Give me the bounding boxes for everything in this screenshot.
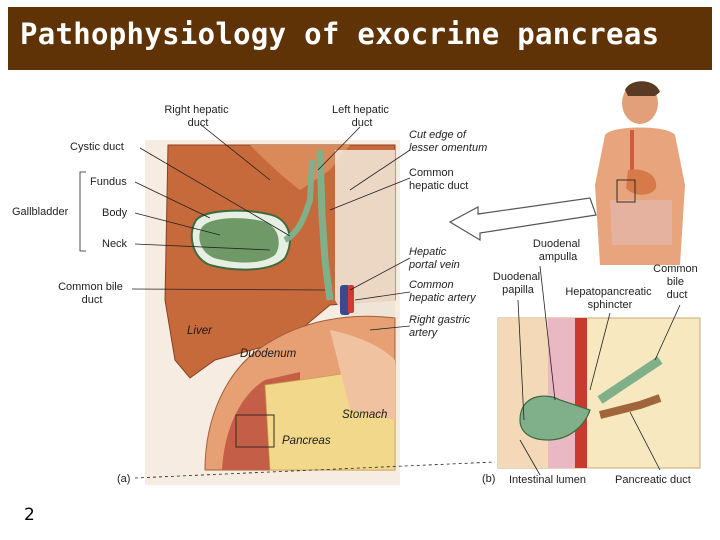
slide-number: 2 <box>24 505 35 525</box>
panel-a-illustration <box>145 140 400 485</box>
common-hepatic-artery-shape <box>348 285 354 313</box>
label-hepatopancreatic-sphincter: Hepatopancreatic sphincter <box>565 286 654 311</box>
common-bile-duct-b-shape <box>597 356 663 404</box>
label-pancreas: Pancreas <box>282 435 331 447</box>
gallbladder-shape <box>190 209 291 271</box>
common-bile-duct-shape <box>316 149 334 301</box>
label-common-hepatic-duct: Common hepatic duct <box>409 167 468 192</box>
label-body: Body <box>102 207 128 219</box>
label-duodenal-ampulla: Duodenal ampulla <box>533 238 583 263</box>
label-cystic-duct: Cystic duct <box>70 141 124 153</box>
label-panel-b: (b) <box>482 473 495 485</box>
leader-lines <box>79 123 681 479</box>
intestinal-wall-shape <box>548 318 578 468</box>
pancreatic-duct-shape <box>599 394 662 419</box>
inset-box <box>616 179 636 203</box>
cystic-duct-shape <box>283 159 315 243</box>
label-intestinal-lumen: Intestinal lumen <box>509 474 586 486</box>
label-stomach: Stomach <box>342 409 387 421</box>
label-panel-a: (a) <box>117 473 130 485</box>
intestines-shape <box>610 200 672 245</box>
duodenal-papilla-shape <box>519 395 591 441</box>
lesser-omentum <box>335 150 395 345</box>
label-fundus: Fundus <box>90 176 127 188</box>
label-duodenum: Duodenum <box>240 348 297 360</box>
label-cut-edge-lesser-omentum: Cut edge of lesser omentum <box>409 129 487 154</box>
label-common-bile-duct-a: Common bile duct <box>58 281 126 306</box>
slide-title: Pathophysiology of exocrine pancreas <box>20 17 660 51</box>
hepatopancreatic-sphincter-shape <box>575 318 587 468</box>
label-duodenal-papilla: Duodenal papilla <box>493 271 543 296</box>
hepatic-portal-vein-shape <box>340 285 350 315</box>
panel-b-illustration <box>497 317 701 469</box>
human-figure-inset <box>595 81 685 265</box>
label-gallbladder: Gallbladder <box>12 206 69 218</box>
pointer-arrow <box>448 197 597 242</box>
label-neck: Neck <box>102 238 128 250</box>
figure-labels: Right hepatic duct Left hepatic duct Cut… <box>12 104 701 486</box>
detail-box <box>235 414 275 448</box>
label-right-gastric-artery: Right gastric artery <box>409 314 473 339</box>
label-left-hepatic-duct: Left hepatic duct <box>332 104 392 129</box>
label-right-hepatic-duct: Right hepatic duct <box>164 104 231 129</box>
label-hepatic-portal-vein: Hepatic portal vein <box>408 246 460 271</box>
title-bar: Pathophysiology of exocrine pancreas <box>8 7 712 70</box>
label-liver: Liver <box>187 325 213 337</box>
hair-shape <box>625 81 660 96</box>
label-common-hepatic-artery: Common hepatic artery <box>409 279 477 304</box>
label-pancreatic-duct: Pancreatic duct <box>615 474 691 486</box>
label-common-bile-duct-b: Common bile duct <box>653 263 701 301</box>
stomach-shape <box>330 330 395 420</box>
liver-lobe-highlight <box>250 145 350 190</box>
stomach-mini-shape <box>626 169 657 195</box>
